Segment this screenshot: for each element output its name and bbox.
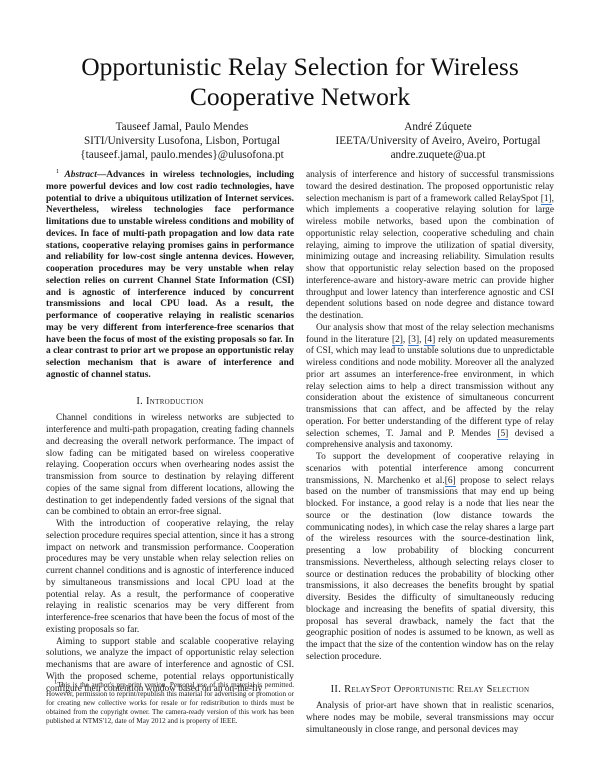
- footnote: 1This is the author's pre-print version.…: [46, 678, 294, 726]
- author-block-1: Tauseef Jamal, Paulo Mendes SITI/Univers…: [62, 120, 302, 163]
- paragraph: Channel conditions in wireless networks …: [46, 413, 294, 518]
- citation-link[interactable]: [5]: [497, 428, 509, 440]
- author-block-2: André Zúquete IEETA/University of Aveiro…: [318, 120, 558, 163]
- citation-link[interactable]: [3]: [408, 334, 420, 346]
- abstract-footnote-mark: 1: [56, 167, 60, 175]
- footnote-text: This is the author's pre-print version. …: [46, 681, 294, 726]
- abstract-text: Advances in wireless technologies, inclu…: [46, 170, 294, 380]
- abstract: 1 Abstract—Advances in wireless technolo…: [46, 167, 294, 382]
- paragraph: Analysis of prior-art have shown that in…: [306, 701, 554, 735]
- paper-title: Opportunistic Relay Selection for Wirele…: [0, 52, 600, 112]
- author-email: andre.zuquete@ua.pt: [390, 149, 486, 162]
- author-email: {tauseef.jamal, paulo.mendes}@ulusofona.…: [80, 149, 284, 162]
- citation-link[interactable]: [2]: [391, 334, 403, 346]
- paragraph: Aiming to support stable and scalable co…: [46, 636, 294, 694]
- footnote-mark: 1: [54, 678, 58, 686]
- paragraph: analysis of interference and history of …: [306, 170, 554, 321]
- right-column: analysis of interference and history of …: [306, 170, 554, 737]
- left-column: 1 Abstract—Advances in wireless technolo…: [46, 167, 294, 695]
- author-names: André Zúquete: [404, 121, 472, 133]
- section-heading-relayspot: II. RelaySpot Opportunistic Relay Select…: [330, 683, 530, 695]
- citation-link[interactable]: [6]: [444, 475, 456, 487]
- paragraph: Our analysis show that most of the relay…: [306, 322, 555, 451]
- citation-link[interactable]: [4]: [424, 334, 436, 346]
- paragraph: With the introduction of cooperative rel…: [46, 519, 294, 635]
- section-heading-introduction: I. Introduction: [136, 395, 204, 407]
- title-line-2: Cooperative Network: [189, 82, 411, 111]
- citation-link[interactable]: [1]: [540, 193, 552, 205]
- author-names: Tauseef Jamal, Paulo Mendes: [115, 121, 249, 133]
- author-affiliation: IEETA/University of Aveiro, Aveiro, Port…: [335, 135, 541, 148]
- title-line-1: Opportunistic Relay Selection for Wirele…: [81, 52, 519, 81]
- abstract-label: Abstract: [64, 170, 97, 180]
- author-affiliation: SITI/University Lusofona, Lisbon, Portug…: [83, 135, 281, 148]
- paragraph: To support the development of cooperativ…: [306, 452, 554, 662]
- abstract-dash: —: [96, 170, 107, 180]
